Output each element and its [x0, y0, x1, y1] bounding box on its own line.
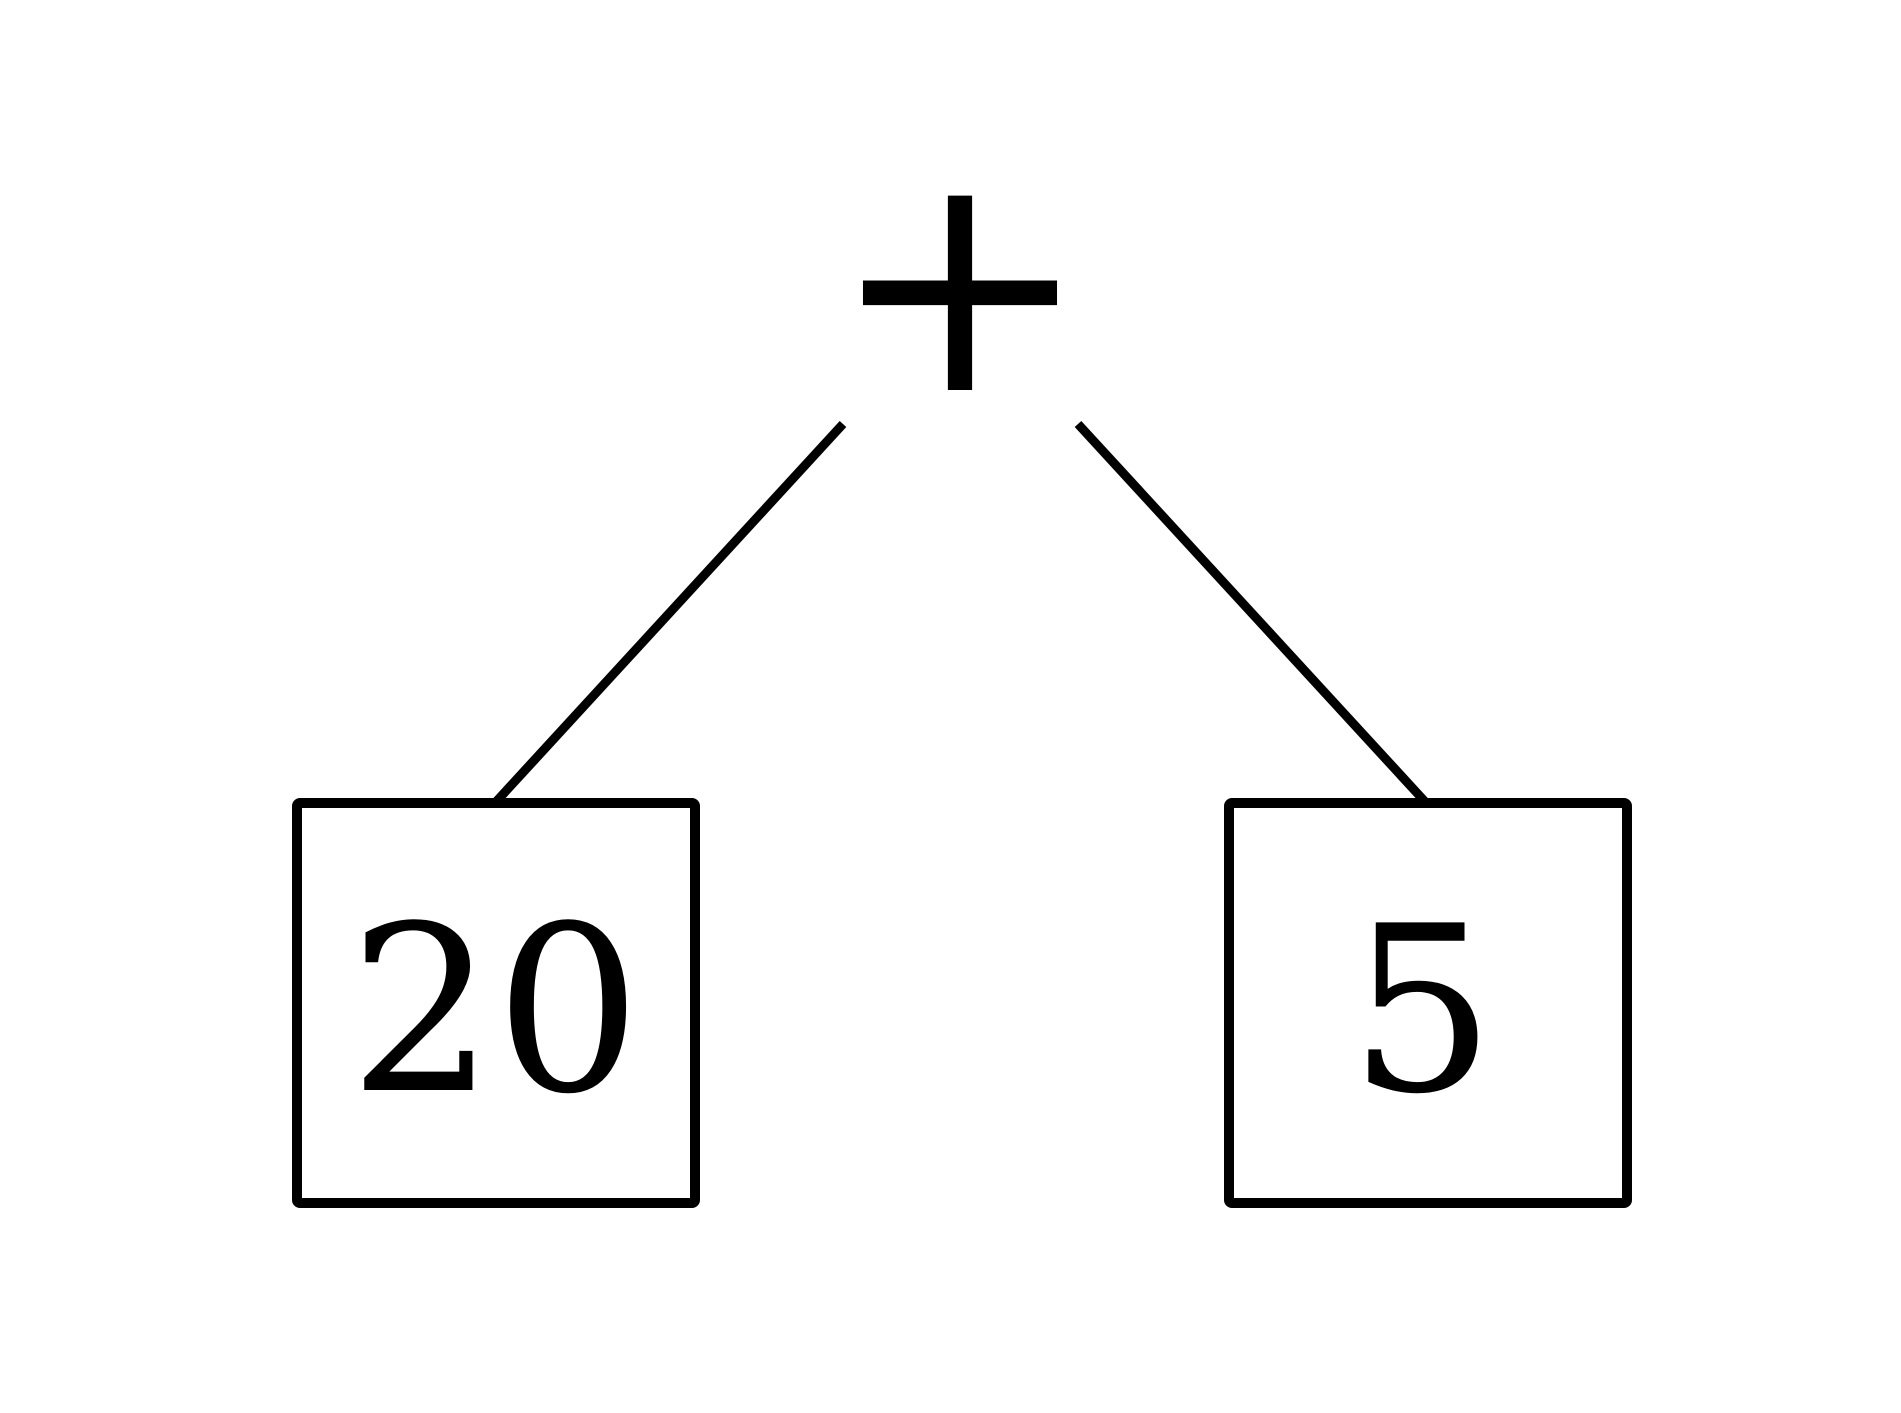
edge-root-to-right — [1074, 420, 1433, 810]
left-leaf-box — [292, 798, 700, 1208]
root-operator-label: + — [830, 103, 1090, 464]
root-node: + — [830, 103, 1090, 464]
right-leaf-node: 5 — [1224, 798, 1632, 1208]
right-leaf-label: 5 — [1349, 878, 1495, 1145]
left-leaf-node: 20 — [292, 798, 700, 1208]
left-leaf-label: 20 — [349, 878, 642, 1145]
edge-root-to-left — [490, 420, 847, 808]
right-leaf-box — [1224, 798, 1632, 1208]
